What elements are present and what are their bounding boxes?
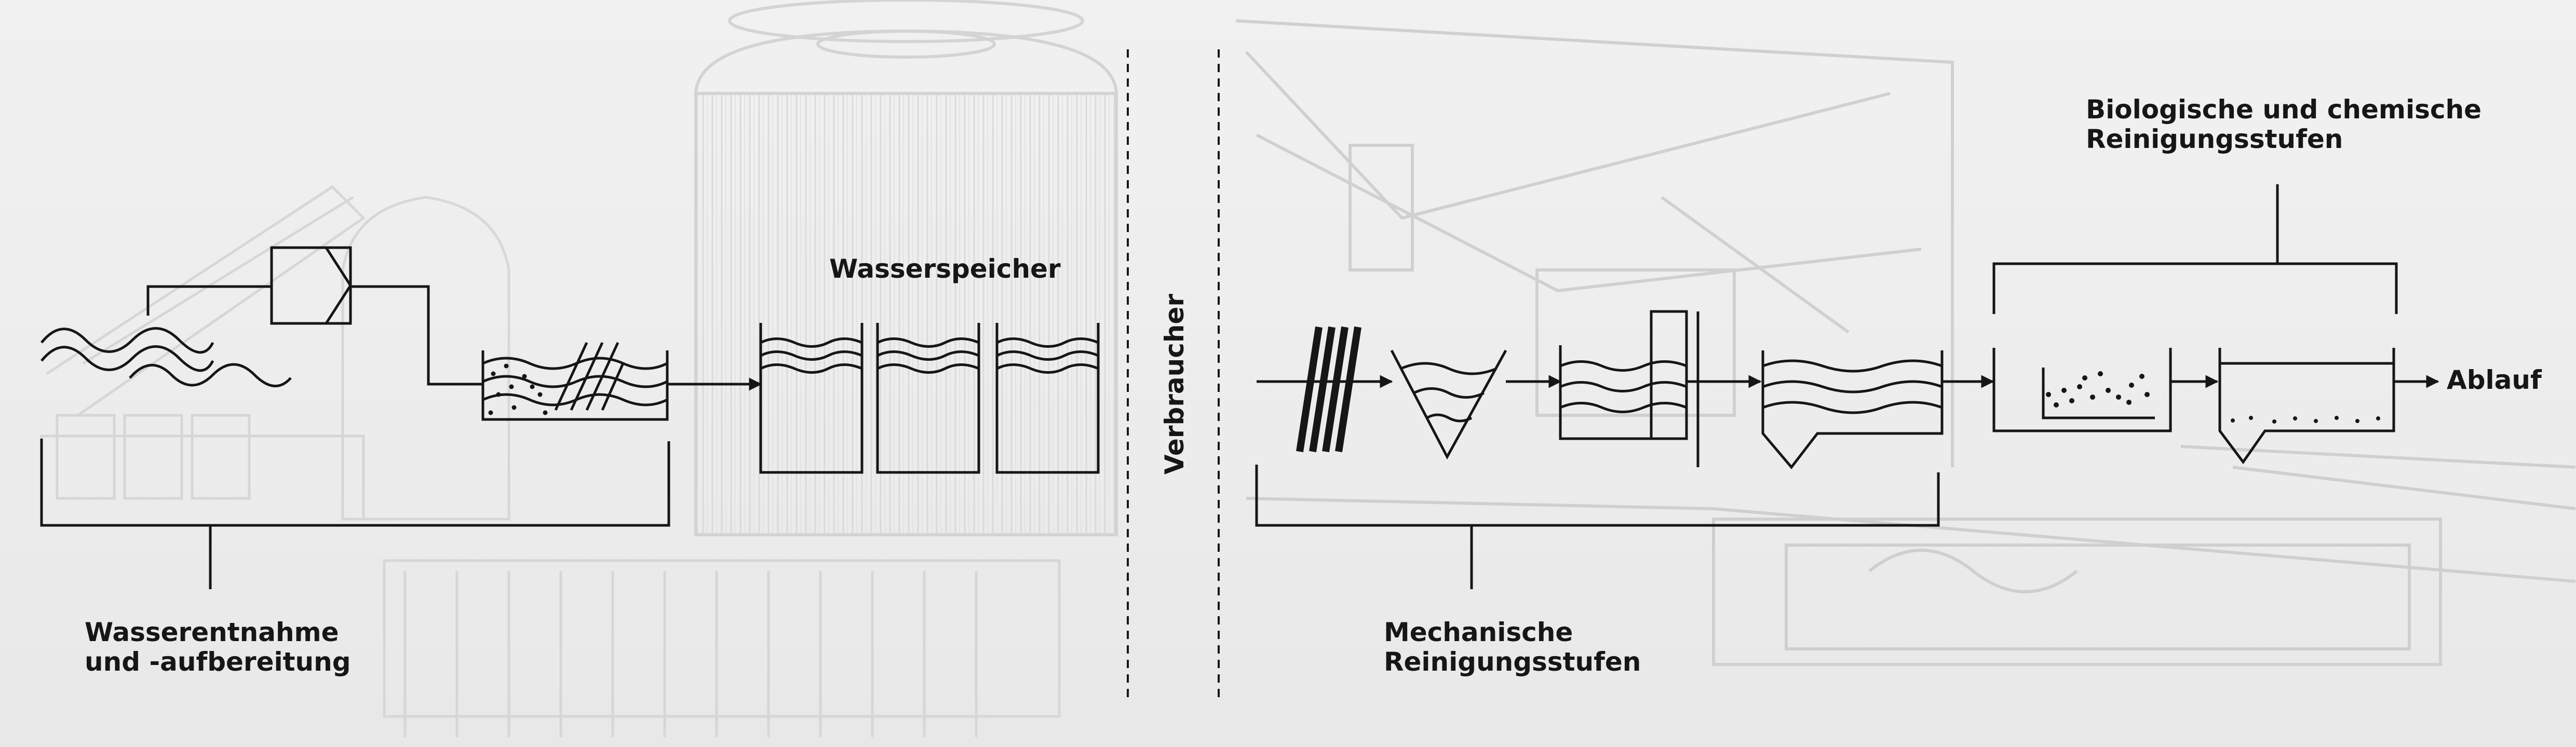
mechanical-label: Mechanische Reinigungsstufen: [1384, 618, 1641, 677]
intake-bracket: [40, 439, 670, 527]
intake-plant-sketch: [40, 185, 1061, 737]
treatment-plant-sketch: [1235, 19, 2576, 666]
bio-chem-label-line-1: Biologische und chemische: [2086, 94, 2482, 125]
biological-basin-icon: [1992, 348, 2172, 432]
grease-trap-icon: [1559, 310, 1700, 467]
pump-inlet-line: [146, 285, 272, 316]
storage-tank-3: [995, 323, 1100, 474]
outflow-label: Ablauf: [2447, 365, 2542, 395]
river-waves-icon: [41, 327, 292, 387]
bio-chem-label: Biologische und chemische Reinigungsstuf…: [2086, 95, 2481, 154]
bio-chem-bracket: [1992, 262, 2398, 314]
filtration-basin-icon: [481, 342, 669, 421]
water-storage-label: Wasserspeicher: [829, 254, 1061, 284]
mechanical-label-line-1: Mechanische: [1384, 617, 1573, 647]
mechanical-label-line-2: Reinigungsstufen: [1384, 647, 1641, 677]
storage-tank-1: [759, 323, 864, 474]
pump-icon: [270, 246, 352, 325]
mechanical-bracket: [1255, 465, 1940, 527]
diagram-lines: [40, 49, 2439, 698]
water-intake-label-line-2: und -aufbereitung: [85, 647, 351, 677]
final-clarifier-icon: [2218, 348, 2395, 465]
storage-tank-2: [876, 323, 980, 474]
grit-chamber-icon: [1390, 349, 1507, 460]
storage-tanks-icon: [759, 323, 1100, 474]
background-sketch: [40, 0, 2576, 737]
storage-tank-sketch: [694, 0, 1118, 536]
bio-chem-label-line-2: Reinigungsstufen: [2086, 124, 2343, 154]
screen-rake-icon: [1296, 326, 1361, 453]
water-intake-label: Wasserentnahme und -aufbereitung: [85, 618, 351, 677]
water-intake-label-line-1: Wasserentnahme: [85, 617, 339, 647]
primary-clarifier-icon: [1761, 350, 1944, 469]
pump-outlet-line: [350, 285, 483, 386]
consumer-label: Verbraucher: [1159, 293, 1190, 475]
